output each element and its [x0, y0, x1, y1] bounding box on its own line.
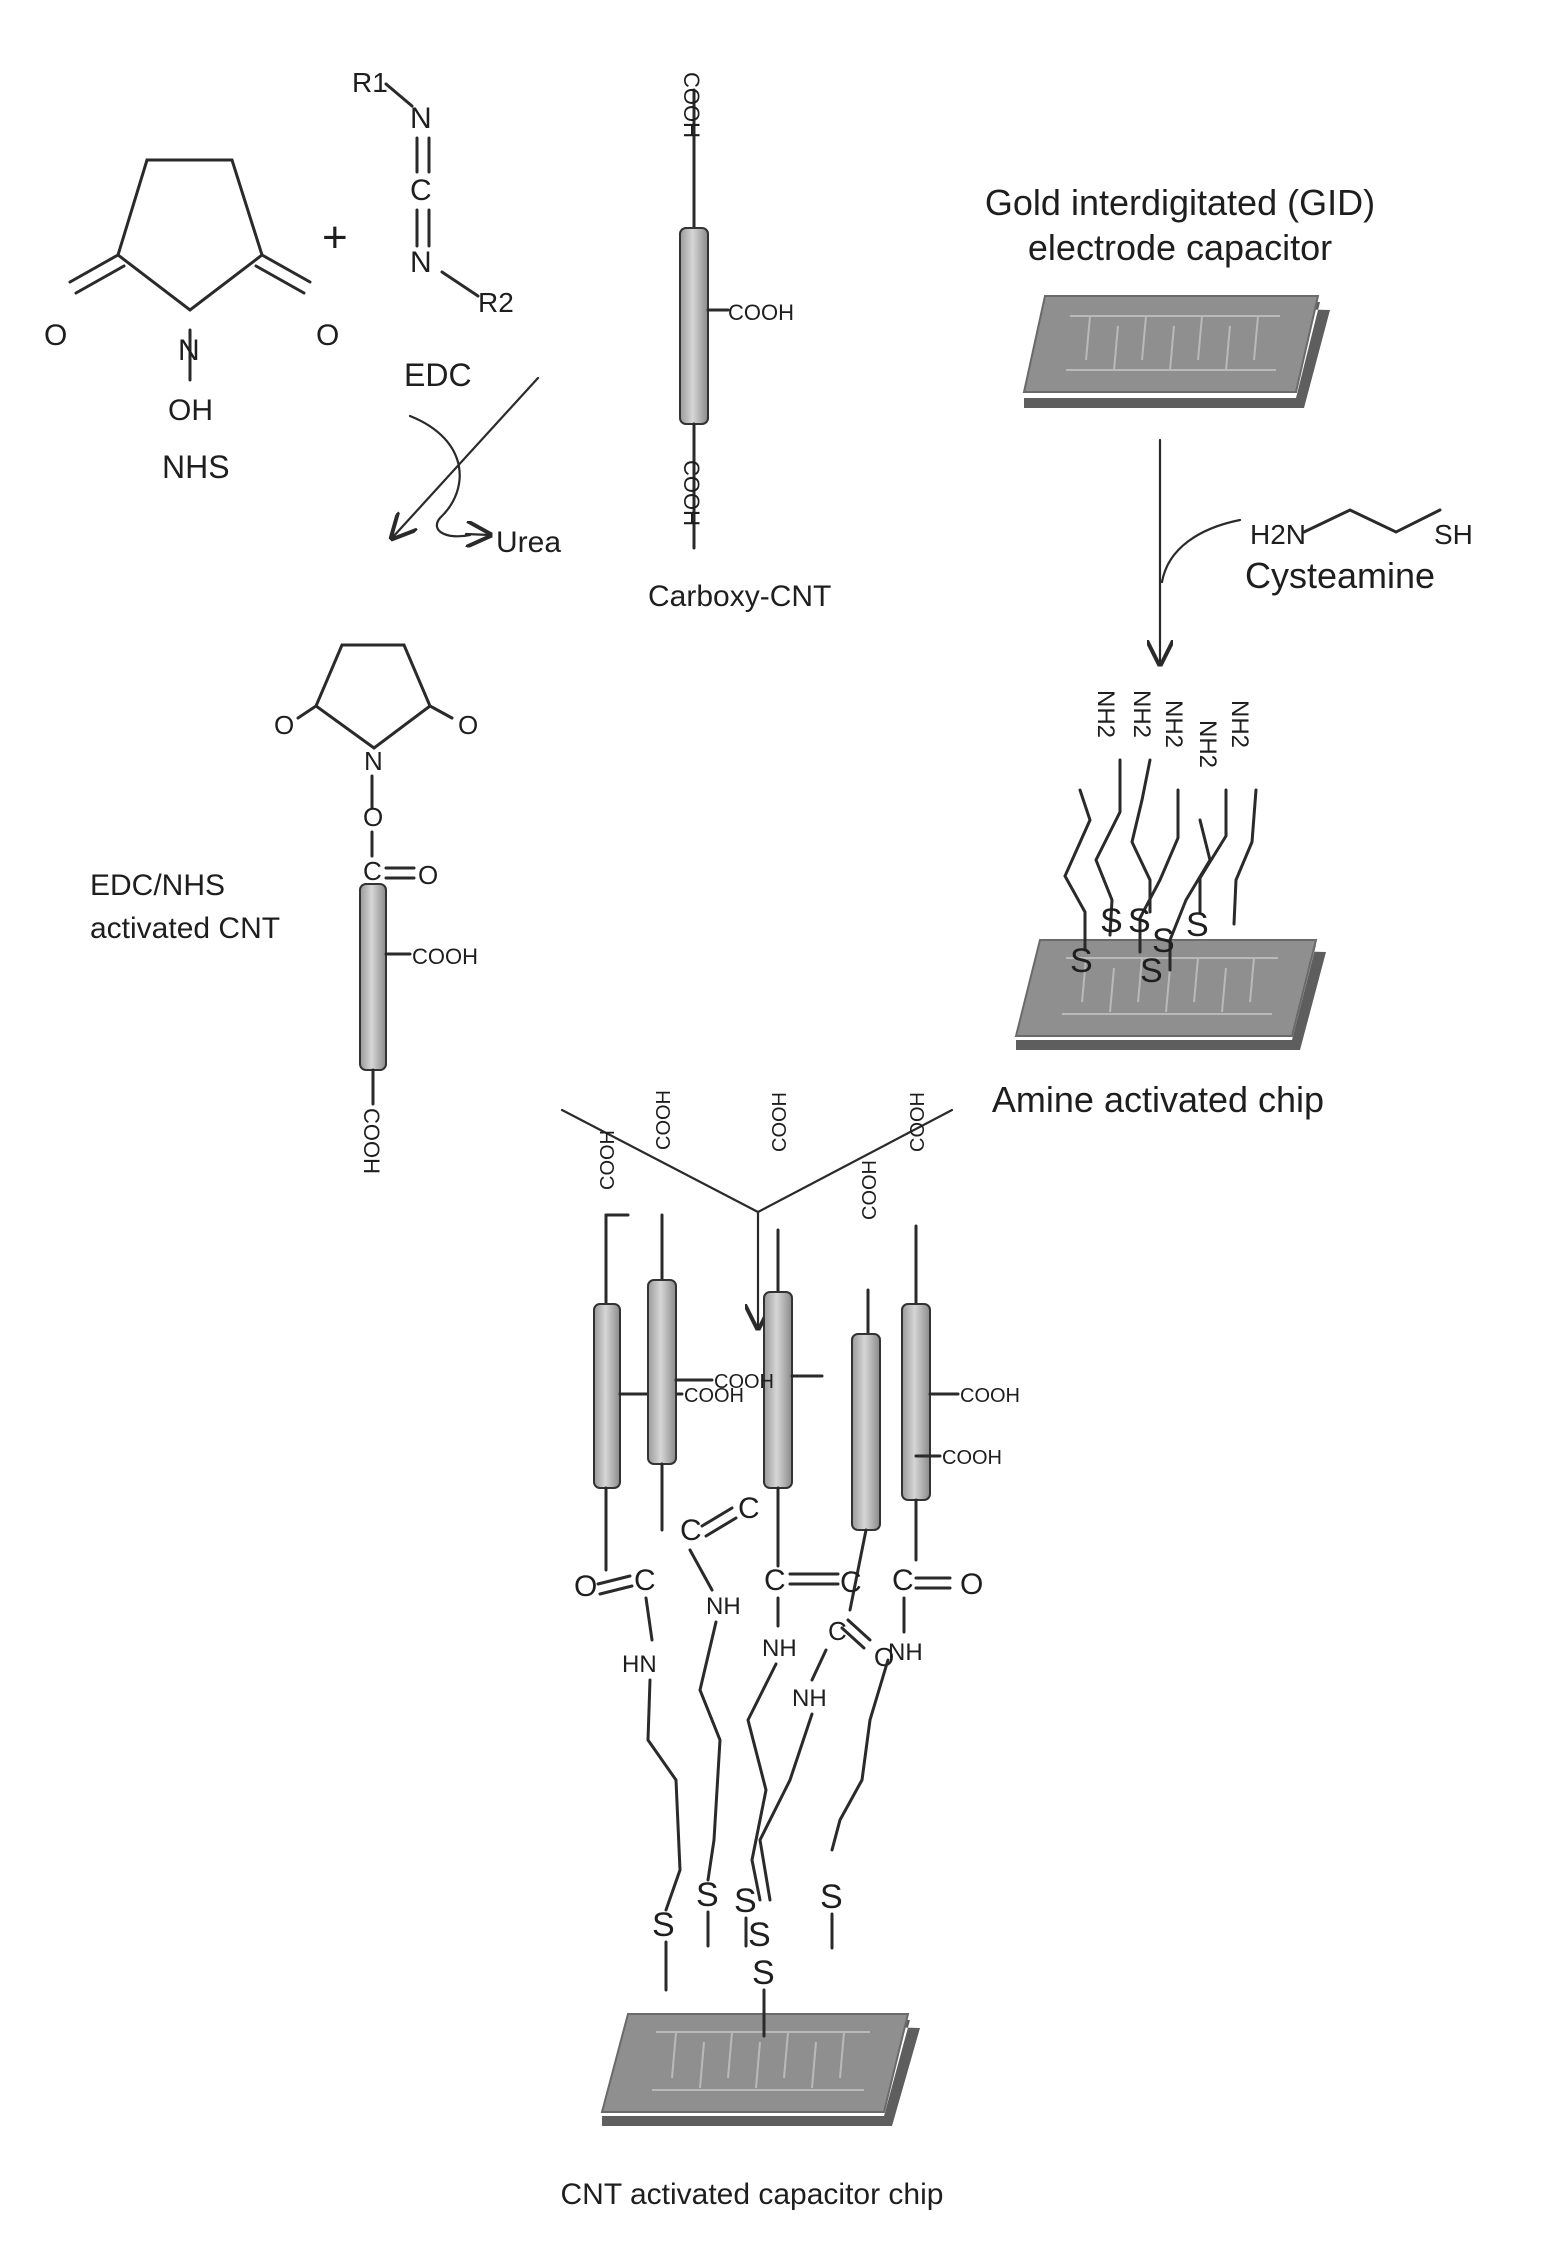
atom-cooh: COOH	[960, 1385, 1020, 1407]
atom-o: O	[44, 319, 67, 352]
atom-c: C	[840, 1566, 862, 1599]
atom-cooh: COOH	[653, 1090, 675, 1150]
cnt-tube: COOH	[648, 1090, 712, 1530]
atom-o: O	[574, 1570, 597, 1603]
atom-c: C	[892, 1564, 914, 1597]
gid-electrode-block: Gold interdigitated (GID) electrode capa…	[985, 182, 1375, 408]
gid-label-line2: electrode capacitor	[1028, 227, 1332, 268]
atom-o: O	[363, 802, 383, 832]
atom-s: S	[696, 1876, 719, 1914]
nhs-molecule: O O N OH NHS	[44, 160, 339, 485]
atom-nh2: NH2	[1128, 690, 1155, 738]
atom-cooh: COOH	[679, 72, 704, 138]
atom-n: N	[410, 102, 432, 135]
atom-c: C	[764, 1564, 786, 1597]
atom-s: S	[1100, 902, 1123, 940]
edc-nhs-label-line2: activated CNT	[90, 912, 280, 945]
cnt-chip-label: CNT activated capacitor chip	[561, 2178, 944, 2211]
atom-nh2: NH2	[1160, 700, 1187, 748]
atom-r2: R2	[478, 287, 514, 318]
edc-label: EDC	[404, 357, 472, 393]
atom-cooh: COOH	[679, 460, 704, 526]
converging-arrow	[562, 1110, 952, 1328]
cysteamine-step: H2N SH Cysteamine	[1160, 440, 1473, 664]
atom-c: C	[634, 1564, 656, 1597]
atom-s: S	[1140, 952, 1163, 990]
atom-r1: R1	[352, 67, 388, 98]
plus-sign: +	[322, 213, 348, 262]
nhs-label: NHS	[162, 449, 230, 485]
cnt-tube: COOH	[850, 1160, 881, 1610]
atom-s: S	[1186, 906, 1209, 944]
atom-oh: OH	[168, 394, 213, 427]
atom-o: O	[418, 860, 438, 890]
edc-molecule: R1 N C N R2 EDC	[352, 67, 514, 393]
atom-c: C	[410, 174, 432, 207]
atom-s: S	[820, 1878, 843, 1916]
atom-cooh: COOH	[907, 1092, 929, 1152]
urea-label: Urea	[496, 526, 561, 559]
carboxy-cnt-label: Carboxy-CNT	[648, 580, 831, 613]
atom-n: N	[178, 334, 200, 367]
atom-cooh: COOH	[412, 944, 478, 969]
atom-o: O	[874, 1642, 894, 1672]
atom-c: C	[680, 1514, 702, 1547]
atom-s: S	[652, 1906, 675, 1944]
atom-cooh: COOH	[769, 1092, 791, 1152]
atom-nh2: NH2	[1092, 690, 1119, 738]
atom-s: S	[1070, 942, 1093, 980]
atom-nh2: NH2	[1226, 700, 1253, 748]
atom-s: S	[748, 1916, 771, 1954]
atom-h2n: H2N	[1250, 519, 1306, 550]
atom-c: C	[738, 1492, 760, 1525]
edc-nhs-activated-cnt: O O N O C O COOH COOH EDC/NHS activated …	[90, 645, 478, 1174]
sulfur-anchors: S S S S S S	[652, 1876, 843, 2036]
cysteamine-label: Cysteamine	[1245, 555, 1435, 596]
atom-s: S	[1128, 902, 1151, 940]
atom-o: O	[458, 710, 478, 740]
atom-o: O	[274, 710, 294, 740]
amine-activated-chip: S S S S S S NH2 NH2 NH2 NH2 NH2 Amine ac…	[992, 690, 1326, 1120]
atom-n: N	[364, 746, 383, 776]
atom-s: S	[734, 1882, 757, 1920]
atom-o: O	[316, 319, 339, 352]
coupling-arrow: Urea	[392, 378, 561, 559]
atom-cooh: COOH	[714, 1371, 774, 1393]
atom-cooh: COOH	[859, 1160, 881, 1220]
edc-nhs-label-line1: EDC/NHS	[90, 869, 225, 902]
amine-chip-label: Amine activated chip	[992, 1079, 1324, 1120]
atom-hn: HN	[622, 1651, 657, 1678]
atom-n: N	[410, 246, 432, 279]
atom-c: C	[363, 856, 382, 886]
atom-nh: NH	[792, 1685, 827, 1712]
atom-cooh: COOH	[942, 1447, 1002, 1469]
gid-label-line1: Gold interdigitated (GID)	[985, 182, 1375, 223]
atom-o: O	[960, 1568, 983, 1601]
atom-sh: SH	[1434, 519, 1473, 550]
cnt-tube: COOH	[902, 1092, 958, 1560]
atom-nh2: NH2	[1194, 720, 1221, 768]
atom-nh: NH	[706, 1593, 741, 1620]
atom-cooh: COOH	[597, 1130, 619, 1190]
atom-nh: NH	[762, 1635, 797, 1662]
cnt-tube: COOH	[764, 1092, 822, 1566]
atom-s: S	[752, 1954, 775, 1992]
cnt-activated-capacitor-chip: COOH COOH COOH COOH COOH	[561, 1090, 1020, 2211]
carboxy-cnt: COOH COOH COOH Carboxy-CNT	[648, 72, 831, 613]
atom-cooh: COOH	[728, 300, 794, 325]
atom-cooh: COOH	[359, 1108, 384, 1174]
